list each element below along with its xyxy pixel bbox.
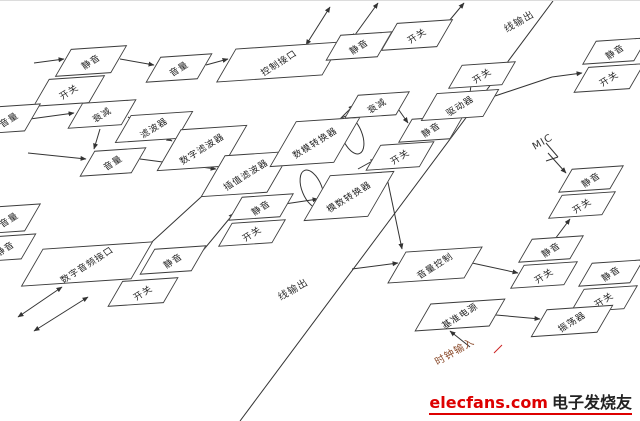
connector-line (305, 6, 331, 46)
connector-line (205, 58, 229, 66)
connector-line (93, 128, 101, 150)
connector-line (351, 261, 399, 270)
connector-line (545, 156, 559, 162)
connector-line (493, 344, 503, 354)
watermark-brand-suffix: .com (504, 393, 548, 412)
watermark-underline (429, 413, 632, 415)
connector-line (27, 152, 87, 161)
connector-line (141, 186, 213, 252)
label-clock-input: 时钟输入 (433, 336, 477, 368)
label-line-out-mid: 线输出 (276, 277, 311, 304)
connector-line (29, 111, 75, 120)
watermark-brand: elecfans (429, 393, 505, 412)
connector-line (547, 152, 567, 174)
connector-line (495, 314, 541, 321)
connector-line (119, 58, 155, 67)
connector-line (385, 172, 404, 250)
watermark-site-name: 电子发烧友 (551, 393, 632, 412)
connector-line (545, 142, 559, 158)
connector-line (17, 286, 63, 318)
connector-line (551, 71, 583, 78)
label-mic: MIC (530, 132, 555, 153)
connector-line (33, 57, 65, 64)
connector-line (449, 330, 471, 348)
connector-line (471, 262, 519, 275)
connector-line (491, 76, 553, 98)
label-line-out-top: 线输出 (502, 9, 537, 36)
